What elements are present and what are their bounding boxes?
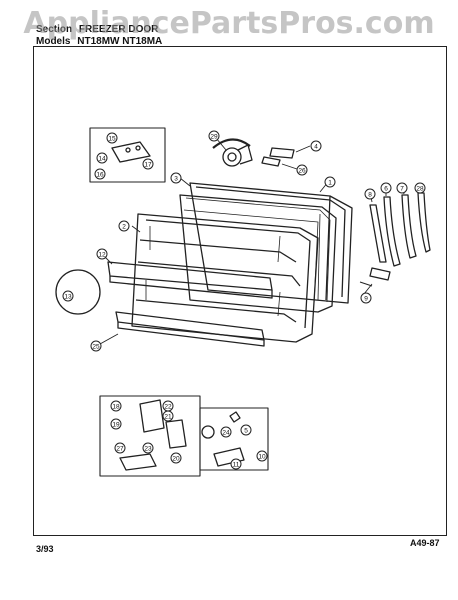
callout-29: 29 <box>208 130 220 142</box>
callout-20: 20 <box>170 452 182 464</box>
svg-text:2: 2 <box>122 224 126 231</box>
svg-text:21: 21 <box>164 414 172 421</box>
callout-22: 22 <box>162 400 174 412</box>
callout-21: 21 <box>162 410 174 422</box>
callout-16: 16 <box>94 168 106 180</box>
svg-text:10: 10 <box>258 454 266 461</box>
callout-2: 2 <box>118 220 130 232</box>
callout-23: 23 <box>142 442 154 454</box>
callout-3: 3 <box>170 172 182 184</box>
callout-26: 26 <box>296 164 308 176</box>
callout-25: 25 <box>90 340 102 352</box>
callout-10: 10 <box>256 450 268 462</box>
callout-9: 9 <box>360 292 372 304</box>
diagram-frame <box>33 46 447 536</box>
inset-small-parts <box>199 407 269 471</box>
door-handle-parts <box>359 192 431 287</box>
svg-text:18: 18 <box>112 404 120 411</box>
models-value: NT18MW NT18MA <box>77 36 163 47</box>
callout-12: 12 <box>96 248 108 260</box>
svg-text:25: 25 <box>92 344 100 351</box>
callout-8: 8 <box>364 188 376 200</box>
svg-text:4: 4 <box>314 144 318 151</box>
diagram-code: A49-87 <box>410 538 440 548</box>
svg-text:3: 3 <box>174 176 178 183</box>
watermark: AppliancePartsPros.com <box>23 6 435 41</box>
callout-1: 1 <box>324 176 336 188</box>
svg-text:15: 15 <box>108 136 116 143</box>
svg-text:23: 23 <box>144 446 152 453</box>
revision-date: 3/93 <box>36 544 54 554</box>
callout-7: 7 <box>396 182 408 194</box>
callout-28: 28 <box>414 182 426 194</box>
svg-text:19: 19 <box>112 422 120 429</box>
callout-19: 19 <box>110 418 122 430</box>
models-header: Models NT18MW NT18MA <box>36 36 162 47</box>
inset-hinge-top <box>89 127 166 183</box>
callout-11: 11 <box>230 458 242 470</box>
svg-text:29: 29 <box>210 134 218 141</box>
callout-18: 18 <box>110 400 122 412</box>
svg-text:8: 8 <box>368 192 372 199</box>
callout-6: 6 <box>380 182 392 194</box>
inset-hinge-bottom <box>99 395 201 477</box>
callout-5: 5 <box>240 424 252 436</box>
svg-text:28: 28 <box>416 186 424 193</box>
section-header: Section FREEZER DOOR <box>36 24 158 35</box>
lower-trim-strip <box>115 311 265 347</box>
cam-lock-assembly <box>212 138 295 167</box>
inner-door-liner <box>131 213 319 343</box>
svg-text:16: 16 <box>96 172 104 179</box>
section-value: FREEZER DOOR <box>78 24 159 35</box>
detail-circle <box>55 269 101 315</box>
svg-text:17: 17 <box>144 162 152 169</box>
svg-text:24: 24 <box>222 430 230 437</box>
svg-text:9: 9 <box>364 296 368 303</box>
svg-text:13: 13 <box>64 294 72 301</box>
callout-14: 14 <box>96 152 108 164</box>
callout-15: 15 <box>106 132 118 144</box>
models-label: Models <box>36 36 71 47</box>
callout-13: 13 <box>62 290 74 302</box>
section-label: Section <box>36 24 73 35</box>
svg-text:20: 20 <box>172 456 180 463</box>
door-shelf-bar <box>107 261 273 299</box>
callout-17: 17 <box>142 158 154 170</box>
callout-4: 4 <box>310 140 322 152</box>
svg-text:14: 14 <box>98 156 106 163</box>
svg-text:5: 5 <box>244 428 248 435</box>
callout-24: 24 <box>220 426 232 438</box>
svg-text:26: 26 <box>298 168 306 175</box>
svg-text:27: 27 <box>116 446 124 453</box>
svg-text:6: 6 <box>384 186 388 193</box>
callout-bubbles: 1 2 3 4 5 6 7 8 9 10 11 12 13 14 15 16 1… <box>62 130 426 470</box>
svg-text:11: 11 <box>233 462 240 469</box>
svg-text:1: 1 <box>328 180 332 187</box>
svg-text:22: 22 <box>164 404 172 411</box>
svg-text:7: 7 <box>400 186 404 193</box>
svg-text:12: 12 <box>98 252 106 259</box>
callout-27: 27 <box>114 442 126 454</box>
